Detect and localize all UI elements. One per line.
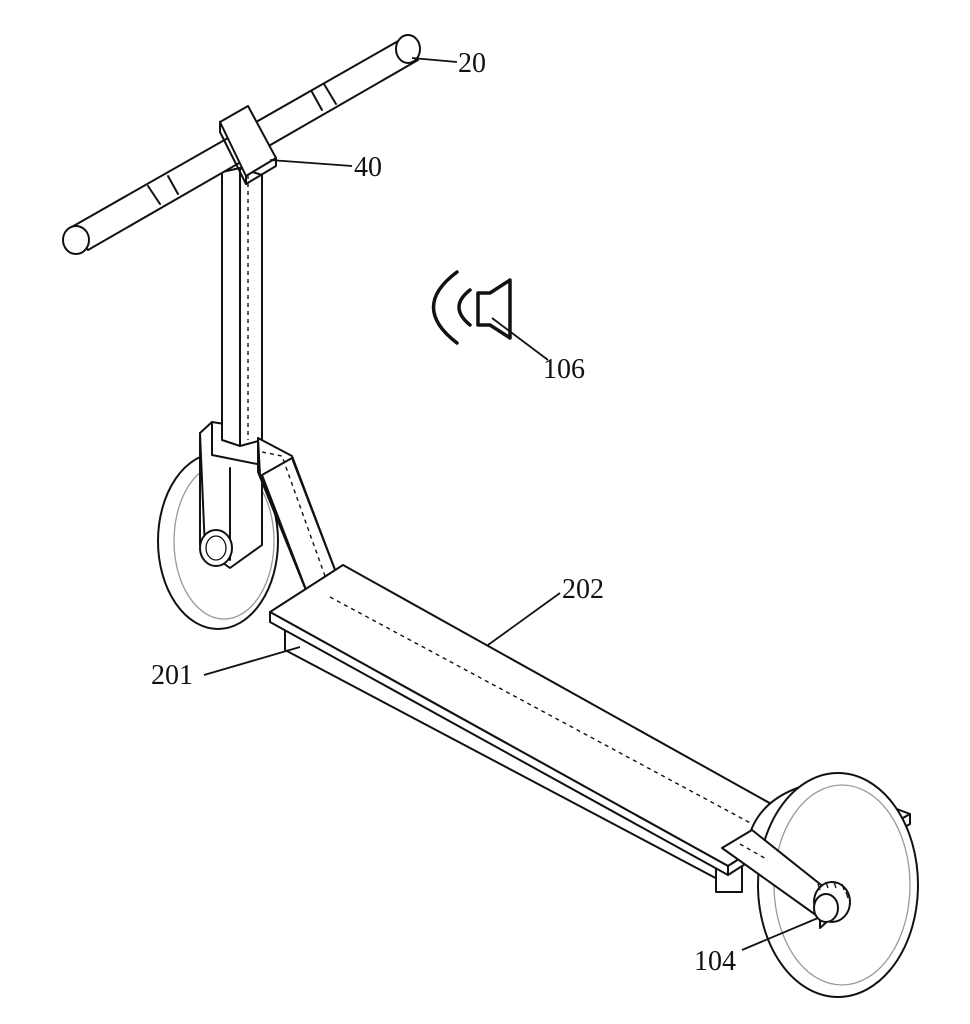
leader-40 [269,159,353,167]
rear-hub [813,881,851,923]
ref-label-deck: 202 [562,574,604,605]
leader-106 [491,317,549,361]
ref-label-speaker: 106 [543,354,585,385]
leader-104 [741,917,819,951]
ref-label-rear-hub: 104 [694,946,736,977]
ref-label-handlebar: 20 [458,48,486,79]
steering-stem [221,167,263,447]
leader-202 [487,592,561,646]
ref-label-deck-base: 201 [151,660,193,691]
leader-20 [411,57,458,63]
ref-label-control-module: 40 [354,152,382,183]
front-fork [199,421,263,569]
speaker-sound-icon [431,270,512,345]
leader-201 [203,646,301,676]
